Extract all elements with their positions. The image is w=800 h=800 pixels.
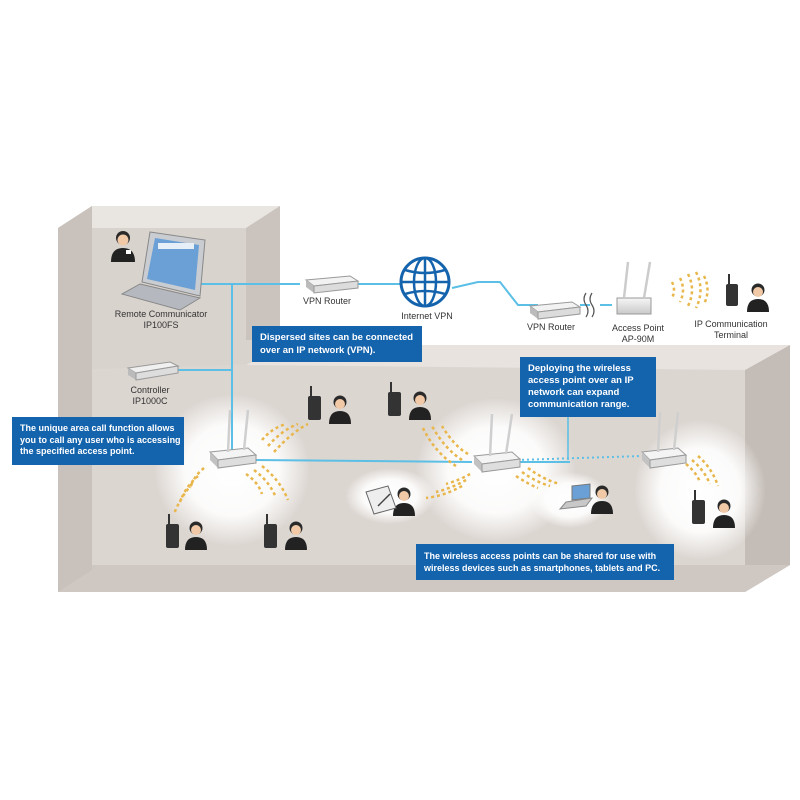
person-icon xyxy=(747,283,769,312)
callout-shared-line: The wireless access points can be shared… xyxy=(424,551,657,561)
access-point-icon xyxy=(616,261,652,315)
callout-expand-line: network can expand xyxy=(528,387,620,398)
callout-area-call-line: the specified access point. xyxy=(20,446,135,456)
callout-shared-devices: The wireless access points can be shared… xyxy=(416,544,674,580)
coverage-glow xyxy=(154,394,310,546)
coverage-glow xyxy=(530,472,610,528)
callout-vpn: Dispersed sites can be connected over an… xyxy=(252,326,422,362)
radio-wave-icon xyxy=(172,271,720,515)
person-icon xyxy=(185,521,207,550)
vpn-router-icon xyxy=(304,275,360,294)
access-point-model: AP-90M xyxy=(621,334,655,344)
wireless-link xyxy=(516,455,643,461)
remote-communicator-name: Remote Communicator xyxy=(114,309,208,319)
callout-vpn-line: over an IP network (VPN). xyxy=(260,344,376,356)
callout-expand-range: Deploying the wireless access point over… xyxy=(520,357,656,417)
ip-terminal-label: IP Communication Terminal xyxy=(686,319,776,341)
remote-communicator-label: Remote Communicator IP100FS xyxy=(106,309,216,331)
laptop-icon xyxy=(120,231,206,311)
controller-model: IP1000C xyxy=(132,396,168,406)
laptop-icon xyxy=(558,483,594,510)
network-lines xyxy=(172,281,612,463)
line-break-icon xyxy=(583,292,595,318)
callout-expand-line: Deploying the wireless xyxy=(528,363,631,374)
person-icon xyxy=(713,499,735,528)
person-icon xyxy=(409,391,431,420)
access-point-label: Access Point AP-90M xyxy=(600,323,676,345)
vpn-router-right-label: VPN Router xyxy=(526,322,576,332)
callout-vpn-line: Dispersed sites can be connected xyxy=(260,332,414,343)
person-icon xyxy=(329,395,351,424)
ip-terminal-name-line2: Terminal xyxy=(713,330,748,340)
vpn-router-left-label: VPN Router xyxy=(302,296,352,306)
callout-area-call-line: The unique area call function allows xyxy=(20,423,175,433)
tablet-icon xyxy=(365,485,397,515)
access-point-name: Access Point xyxy=(611,323,665,333)
vpn-router-icon xyxy=(528,301,582,320)
callout-expand-line: communication range. xyxy=(528,399,630,410)
person-icon xyxy=(285,521,307,550)
person-icon xyxy=(591,485,613,514)
ip-terminal-name: IP Communication xyxy=(694,319,768,329)
controller-icon xyxy=(126,361,180,381)
access-point-icon xyxy=(208,409,258,469)
callout-expand-line: access point over an IP xyxy=(528,375,634,386)
person-icon xyxy=(111,231,135,262)
person-icon xyxy=(393,487,415,516)
globe-icon xyxy=(399,256,451,308)
remote-communicator-model: IP100FS xyxy=(143,320,179,330)
controller-label: Controller IP1000C xyxy=(110,385,190,407)
controller-name: Controller xyxy=(130,385,170,395)
coverage-glow xyxy=(634,420,766,560)
callout-area-call-line: you to call any user who is accessing xyxy=(20,434,181,445)
handheld-radio-icon xyxy=(166,274,738,548)
internet-vpn-label: Internet VPN xyxy=(401,311,453,321)
callout-area-call: The unique area call function allows you… xyxy=(12,417,184,465)
access-point-icon xyxy=(640,411,688,469)
access-point-icon xyxy=(472,413,522,473)
callout-shared-line: wireless devices such as smartphones, ta… xyxy=(424,563,661,573)
